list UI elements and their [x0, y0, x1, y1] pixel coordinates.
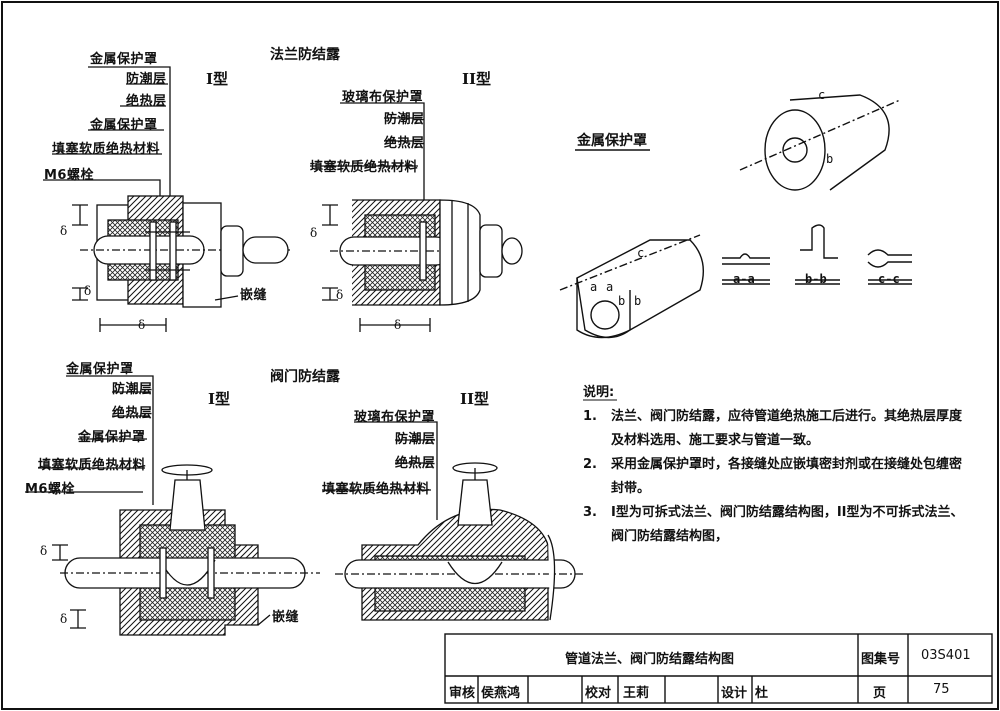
- note-text: 法兰、阀门防结露，应待管道绝热施工后进行。其绝热层厚度及材料选用、施工要求与管道…: [611, 409, 963, 448]
- flange-type1-label: I型: [206, 70, 229, 88]
- valve-type2-drawing: [322, 421, 585, 621]
- flange-t2-dim-2: δ: [336, 288, 344, 302]
- note-number: 3.: [583, 505, 597, 520]
- metal-cover-detail: [559, 94, 912, 339]
- reviewer-name: 侯燕鸿: [481, 686, 521, 701]
- valve-type1-drawing: [25, 375, 320, 636]
- notes-block: 说明: 1. 法兰、阀门防结露，应待管道绝热施工后进行。其绝热层厚度及材料选用、…: [583, 381, 973, 549]
- valve-t1-callout-6: M6螺栓: [25, 482, 75, 497]
- note-text: 采用金属保护罩时，各接缝处应嵌填密封剂或在接缝处包缠密封带。: [611, 457, 963, 496]
- flange-type2-label: II型: [462, 70, 492, 88]
- page-label: 页: [873, 686, 887, 701]
- detail-letter-b-top: b: [826, 152, 834, 166]
- detail-letter-c-shell: c: [637, 246, 645, 260]
- section-c-c: c-c: [878, 272, 900, 286]
- flange-t1-joint-label: 嵌缝: [240, 288, 268, 303]
- valve-t1-joint-label: 嵌缝: [272, 610, 300, 625]
- valve-t2-callout-4: 填塞软质绝热材料: [322, 482, 431, 497]
- review-label: 审核: [449, 686, 476, 701]
- title-block-frame: [444, 633, 993, 704]
- notes-title: 说明:: [583, 385, 615, 400]
- flange-t1-callout-2: 防潮层: [126, 72, 167, 87]
- valve-section-heading: 阀门防结露: [270, 369, 340, 385]
- designer-name: 杜: [755, 686, 769, 701]
- detail-letter-a-right: a: [606, 280, 614, 294]
- flange-t2-callout-3: 绝热层: [384, 136, 425, 151]
- section-b-b: b-b: [805, 272, 827, 286]
- atlas-label: 图集号: [861, 652, 901, 667]
- flange-t1-dim-1: δ: [60, 224, 68, 238]
- flange-t2-callout-4: 填塞软质绝热材料: [310, 160, 419, 175]
- detail-letter-b-left: b: [618, 294, 626, 308]
- note-text: I型为可拆式法兰、阀门防结露结构图，II型为不可拆式法兰、阀门防结露结构图，: [611, 505, 964, 544]
- valve-type2-label: II型: [460, 390, 490, 408]
- detail-letter-a-left: a: [590, 280, 598, 294]
- title-block: 管道法兰、阀门防结露结构图 图集号 03S401 审核 侯燕鸿 校对 王莉 设计…: [445, 634, 992, 703]
- valve-t1-callout-2: 防潮层: [112, 382, 153, 397]
- valve-t1-callout-3: 绝热层: [112, 406, 153, 421]
- flange-type2-drawing: [310, 102, 523, 332]
- note-item: 2. 采用金属保护罩时，各接缝处应嵌填密封剂或在接缝处包缠密封带。: [583, 453, 973, 501]
- flange-t1-callout-4: 金属保护罩: [90, 118, 158, 133]
- valve-t1-dim-2: δ: [60, 612, 68, 626]
- note-number: 2.: [583, 457, 597, 472]
- flange-t2-dim-1: δ: [310, 226, 318, 240]
- valve-t1-callout-1: 金属保护罩: [66, 362, 134, 377]
- checker-name: 王莉: [623, 686, 650, 701]
- flange-t2-callout-2: 防潮层: [384, 112, 425, 127]
- valve-t2-callout-2: 防潮层: [395, 432, 436, 447]
- valve-t2-callout-1: 玻璃布保护罩: [354, 410, 436, 425]
- note-number: 1.: [583, 409, 597, 424]
- valve-t1-dim-1: δ: [40, 544, 48, 558]
- flange-t1-callout-1: 金属保护罩: [90, 52, 158, 67]
- metal-cover-heading: 金属保护罩: [577, 133, 647, 149]
- flange-t1-dim-3: δ: [138, 318, 146, 332]
- flange-t1-callout-6: M6螺栓: [44, 168, 94, 183]
- atlas-number: 03S401: [921, 648, 971, 663]
- flange-type1-drawing: [43, 66, 290, 332]
- flange-section-heading: 法兰防结露: [270, 47, 340, 63]
- flange-t1-callout-3: 绝热层: [126, 94, 167, 109]
- flange-t2-dim-3: δ: [394, 318, 402, 332]
- flange-t2-callout-1: 玻璃布保护罩: [342, 90, 424, 105]
- section-a-a: a-a: [733, 272, 755, 286]
- valve-t1-callout-4: 金属保护罩: [78, 430, 146, 445]
- check-label: 校对: [585, 686, 612, 701]
- detail-letter-b-right: b: [634, 294, 642, 308]
- note-item: 3. I型为可拆式法兰、阀门防结露结构图，II型为不可拆式法兰、阀门防结露结构图…: [583, 501, 973, 549]
- valve-t1-callout-5: 填塞软质绝热材料: [38, 458, 147, 473]
- flange-t1-dim-2: δ: [84, 284, 92, 298]
- design-label: 设计: [721, 686, 748, 701]
- note-item: 1. 法兰、阀门防结露，应待管道绝热施工后进行。其绝热层厚度及材料选用、施工要求…: [583, 405, 973, 453]
- page-number: 75: [933, 682, 950, 697]
- valve-type1-label: I型: [208, 390, 231, 408]
- flange-t1-callout-5: 填塞软质绝热材料: [52, 142, 161, 157]
- drawing-title: 管道法兰、阀门防结露结构图: [565, 652, 735, 667]
- valve-t2-callout-3: 绝热层: [395, 456, 436, 471]
- detail-letter-c-top: c: [818, 88, 826, 102]
